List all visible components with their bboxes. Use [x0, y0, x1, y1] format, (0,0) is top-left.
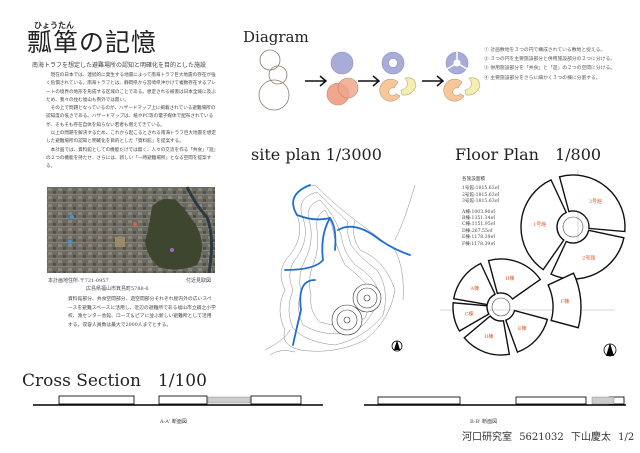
floor-plan-label: 3号館 — [589, 198, 602, 205]
step2-main-circle — [330, 51, 354, 75]
floor-plan-label: E棟 — [518, 325, 527, 332]
floor-plan-label: 2号館 — [582, 254, 595, 261]
intro-paragraph: その上で問題となっているのが、ハザードマップ上に掲載されている避難場所の認知度の… — [46, 106, 216, 128]
floor-plan-label: D棟 — [484, 333, 493, 340]
section-a-drawing — [33, 395, 323, 406]
arrow-icon — [358, 75, 381, 87]
aerial-map-photo — [47, 186, 215, 274]
page-subtitle: 南海トラフを想定した避難場所の認知と明確化を目的とした施設 — [32, 62, 207, 69]
north-arrow-icon — [603, 343, 617, 357]
floor-plan-wing — [452, 262, 497, 306]
diagram-note: ① 計画敷地を３つの円で構成されている敷地と捉える。 — [484, 48, 606, 53]
floor-plan-drawing: 1号館 3号館 2号館 A棟 B棟 C棟 D棟 E棟 F棟 — [440, 170, 626, 357]
site-plan-drawing — [264, 184, 416, 356]
diagram-notes: ① 計画敷地を３つの円で構成されている敷地と捉える。 ② ３つの円を主要施設部分… — [484, 46, 634, 83]
student-id: 5621032 — [519, 432, 564, 443]
diagram-note: ② ３つの円を主要施設部分と併用施設部分の２つに分ける。 — [484, 57, 616, 63]
intro-paragraph: 現在の日本では、連続的に発生する地震によって南海トラフ巨大地震の存在が強く危惧さ… — [46, 73, 216, 103]
floor-plan-label: C棟 — [465, 311, 474, 318]
floor-plan-wing — [463, 315, 511, 356]
legend-item: 2号館:1815.63㎡ — [462, 192, 500, 198]
legend-item: A棟:1003.90㎡ — [462, 209, 496, 215]
address: 広島県福山市箕島町5788-6 — [86, 286, 149, 292]
area-legend: 各施設面積 1号館:1815.63㎡ 2号館:1815.63㎡ 3号館:1815… — [462, 177, 499, 248]
arrow-icon — [305, 75, 328, 87]
legend-item: E棟:1178.39㎡ — [462, 235, 496, 241]
footer: 河口研究室 5621032 下山慶太 1/2 — [462, 428, 634, 443]
section-a-caption: A-A' 断面図 — [160, 419, 187, 425]
step1-three-circles — [258, 49, 290, 111]
map-caption: 付近見取図 — [186, 278, 212, 284]
legend-item: B棟:1351.34㎡ — [462, 216, 496, 222]
intro-paragraph: 以上の問題を解決するため、これから起こるとされる南海トラフ巨大地震を想定した避難… — [46, 131, 216, 145]
floor-plan-wing — [520, 178, 568, 271]
lab-name: 河口研究室 — [462, 432, 512, 443]
site-building-circles — [331, 283, 382, 336]
evacuation-text: 資料館部分、共食空間部分、遊空間部分それぞれ屋内外の広いスペースを避難スペースに… — [68, 297, 216, 328]
floor-plan-wing — [558, 174, 626, 233]
floor-plan-wing — [487, 258, 542, 300]
floor-plan-title: Floor Plan 1/800 — [455, 145, 602, 164]
page-title: 瓢箪の記憶 — [27, 28, 158, 57]
floor-plan-wing — [452, 302, 490, 332]
section-b-drawing — [364, 396, 626, 406]
concept-diagram — [258, 49, 481, 111]
cross-section-title: Cross Section 1/100 — [22, 371, 207, 391]
floor-plan-label: A棟 — [469, 285, 479, 292]
page-number: 1/2 — [618, 432, 635, 443]
section-b-caption: B-B' 断面図 — [470, 419, 498, 425]
north-arrow-icon — [391, 340, 403, 352]
legend-title: 各施設面積 — [462, 177, 485, 182]
floor-plan-wing — [550, 229, 625, 280]
diagram-note: ④ 主要施設部分をさらに細かく３つの棟に分割する。 — [484, 75, 601, 81]
site-plan-title: site plan 1/3000 — [251, 145, 382, 164]
legend-item: F棟:1178.39㎡ — [462, 241, 495, 247]
legend-item: C棟:1151.95㎡ — [462, 222, 496, 228]
intro-paragraph: 本計画では、資料館としての機能だけでは無く、人々の交流を作る「共食」「遊」の２つ… — [46, 147, 216, 170]
diagram-note: ③ 併用施設部分を「共食」と「遊」の２つの空間に分ける。 — [484, 66, 616, 72]
floor-plan-wing — [547, 272, 582, 329]
arrow-icon — [422, 75, 445, 87]
legend-item: 3号館:1815.63㎡ — [462, 199, 500, 205]
student-name: 下山慶太 — [570, 432, 611, 443]
diagram-title: Diagram — [243, 28, 309, 46]
floor-plan-label: B棟 — [506, 275, 515, 282]
legend-item: D棟:267.55㎡ — [462, 228, 493, 234]
floor-plan-wing — [504, 309, 549, 354]
address-label: 本計画地住所:〒721-0957 — [48, 278, 109, 284]
legend-item: 1号館:1815.63㎡ — [462, 186, 500, 192]
floor-plan-label: F棟 — [561, 298, 569, 305]
floor-plan-label: 1号館 — [533, 221, 546, 228]
intro-text: 現在の日本では、連続的に発生する地震によって南海トラフ巨大地震の存在が強く危惧さ… — [46, 72, 218, 172]
title-ruby: ひょうたん — [34, 20, 74, 30]
